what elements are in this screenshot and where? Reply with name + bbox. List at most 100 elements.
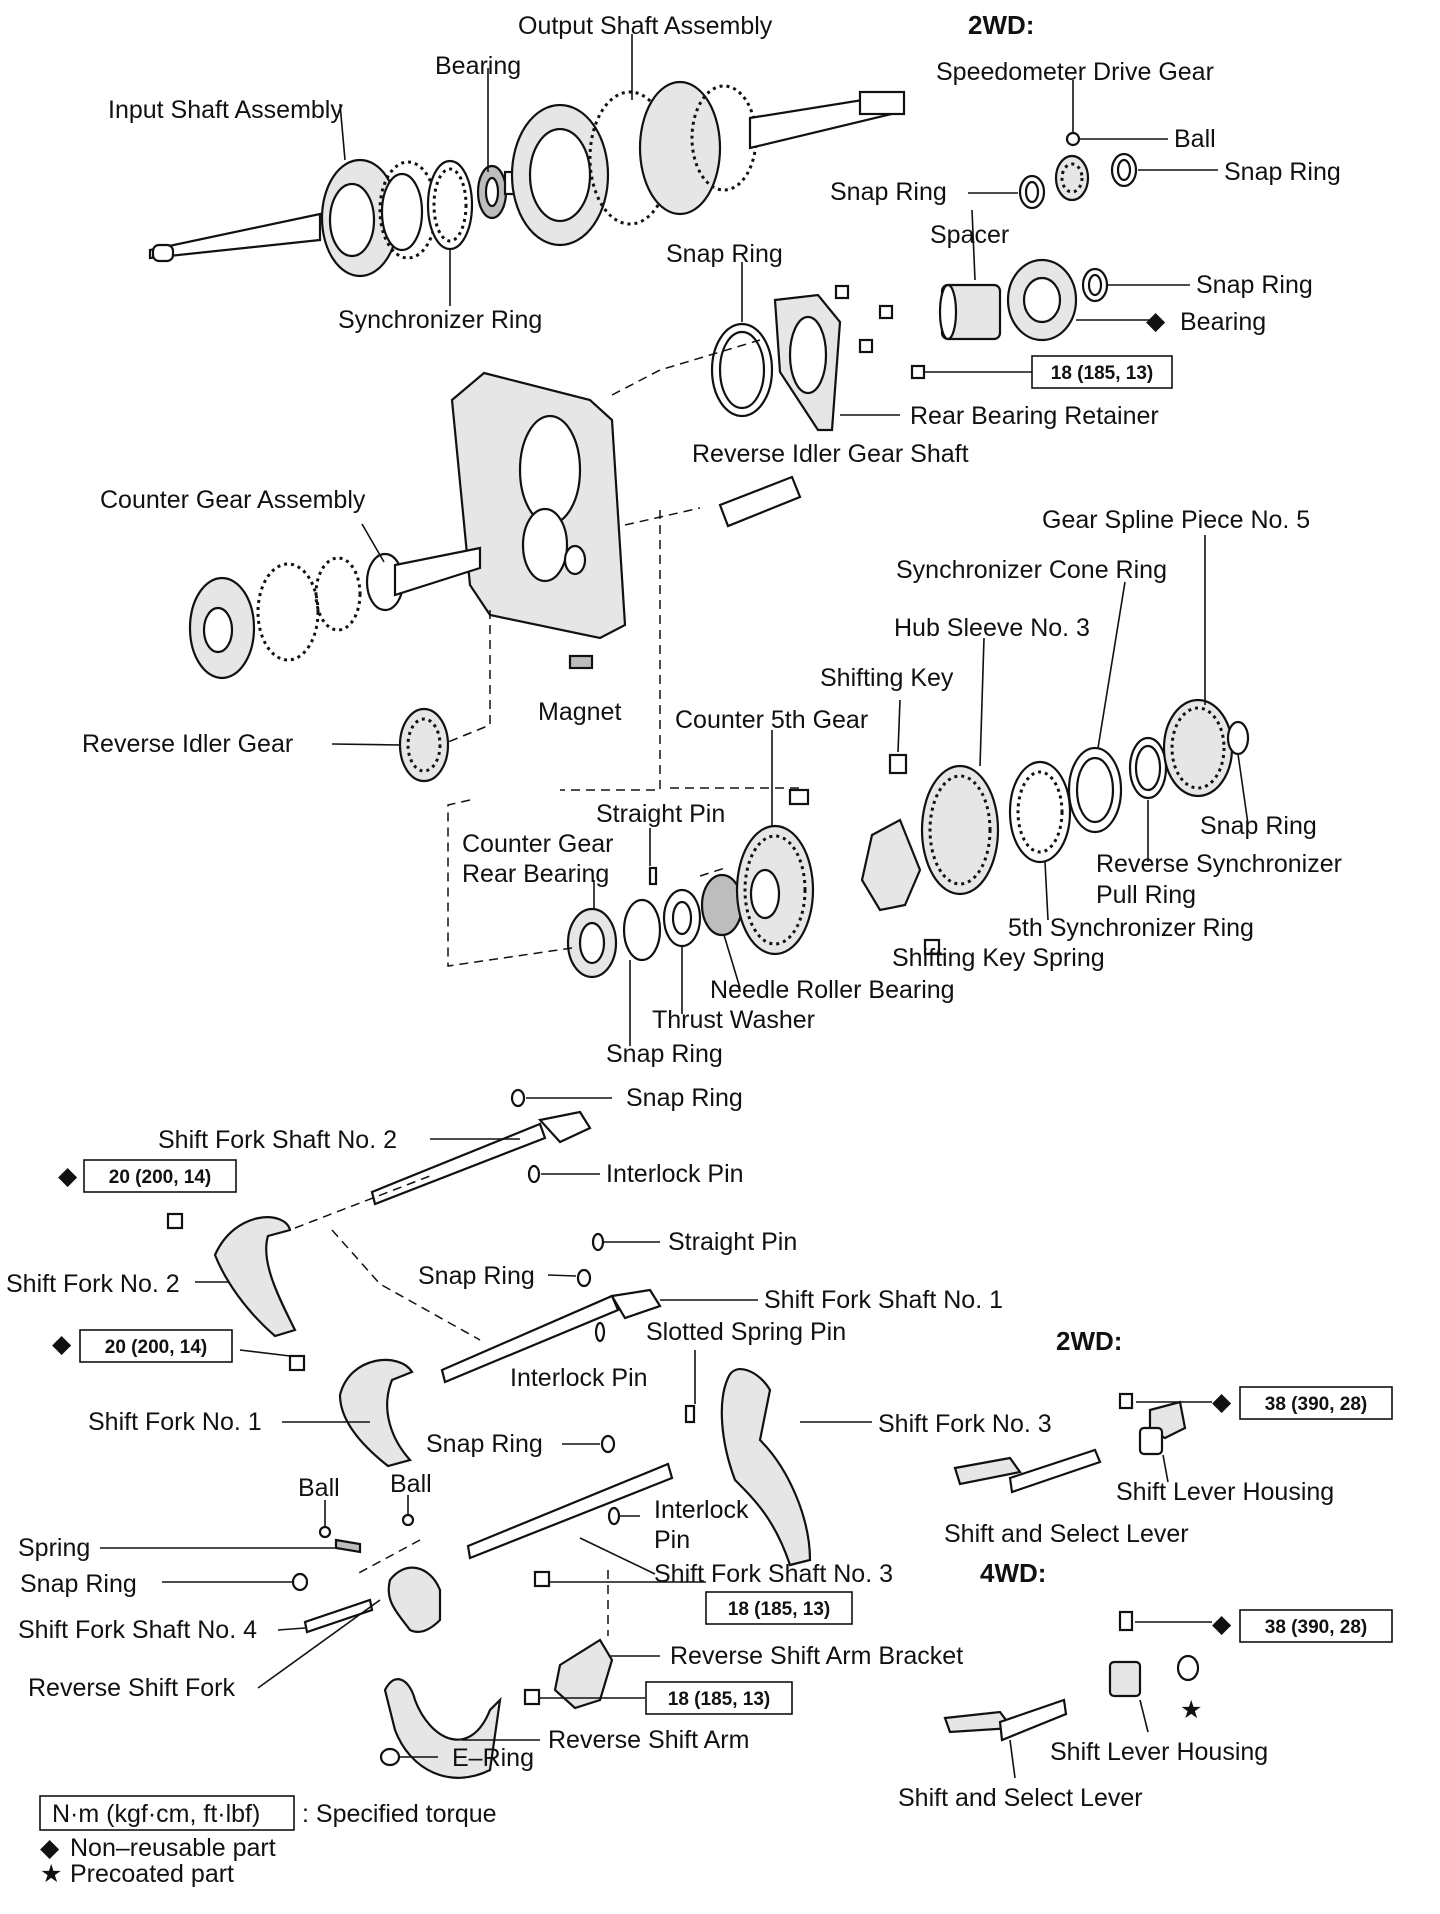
label-counter-gear-rear-bearing-1: Counter Gear [462,830,613,858]
label-synchronizer-cone-ring: Synchronizer Cone Ring [896,556,1167,584]
counter-5th-group-drawing [566,788,815,979]
legend-precoated: Precoated part [70,1860,234,1888]
label-rear-bearing-retainer: Rear Bearing Retainer [910,402,1159,430]
svg-text:◆: ◆ [1212,1388,1232,1416]
svg-text:◆: ◆ [58,1162,78,1190]
label-shift-fork-3: Shift Fork No. 3 [878,1410,1052,1438]
label-speedometer-drive-gear: Speedometer Drive Gear [936,58,1214,86]
legend-diamond-symbol: ◆ [40,1834,60,1862]
magnet-drawing [568,654,594,670]
label-shift-fork-1: Shift Fork No. 1 [88,1408,262,1436]
label-straight-pin-top: Straight Pin [596,800,725,828]
speedometer-group-drawing [1018,131,1138,210]
label-4wd: 4WD: [980,1558,1046,1588]
label-gear-spline-piece-5: Gear Spline Piece No. 5 [1042,506,1310,534]
label-reverse-shift-fork: Reverse Shift Fork [28,1674,236,1702]
label-interlock-pin-3a: Interlock [654,1496,749,1524]
label-shifting-key-spring: Shifting Key Spring [892,944,1105,972]
label-reverse-shift-arm: Reverse Shift Arm [548,1726,749,1754]
label-reverse-sync-pull-ring-1: Reverse Synchronizer [1096,850,1342,878]
label-reverse-sync-pull-ring-2: Pull Ring [1096,881,1196,909]
svg-text:18 (185, 13): 18 (185, 13) [728,1599,830,1620]
label-ball-right: Ball [390,1470,432,1498]
label-output-shaft-assembly: Output Shaft Assembly [518,12,773,40]
fork-area-hardware-drawing [166,1088,696,1767]
label-synchronizer-ring: Synchronizer Ring [338,306,542,334]
precoated-marker-4wd: ★ [1180,1696,1202,1724]
torque-box-18-b: 18 (185, 13) [705,1591,853,1625]
label-shift-lever-housing-2wd: Shift Lever Housing [1116,1478,1334,1506]
label-ball-left: Ball [298,1474,340,1502]
label-hub-sleeve-3: Hub Sleeve No. 3 [894,614,1090,642]
label-ball-top: Ball [1174,125,1216,153]
label-input-shaft-assembly: Input Shaft Assembly [108,96,343,124]
torque-box-18-c: 18 (185, 13) [645,1681,793,1715]
label-shift-fork-shaft-2: Shift Fork Shaft No. 2 [158,1126,397,1154]
label-shift-and-select-lever-2wd: Shift and Select Lever [944,1520,1189,1548]
torque-box-20-b: ◆ 20 (200, 14) [52,1329,233,1363]
label-spacer: Spacer [930,221,1009,249]
label-shifting-key: Shifting Key [820,664,954,692]
leader-lines [100,34,1249,1779]
label-snap-ring-shaft4: Snap Ring [20,1570,137,1598]
label-reverse-idler-gear-shaft: Reverse Idler Gear Shaft [692,440,969,468]
label-shift-fork-shaft-3: Shift Fork Shaft No. 3 [654,1560,893,1588]
svg-text:20 (200, 14): 20 (200, 14) [109,1167,211,1188]
bearing-top-drawing [476,164,508,220]
label-spring: Spring [18,1534,90,1562]
reverse-shift-fork-drawing [387,1566,442,1634]
torque-box-18-top: 18 (185, 13) [1031,355,1173,389]
label-shift-and-select-lever-4wd: Shift and Select Lever [898,1784,1143,1812]
label-snap-ring-speedo-right: Snap Ring [1224,158,1341,186]
label-interlock-pin-1: Interlock Pin [606,1160,744,1188]
label-interlock-pin-2: Interlock Pin [510,1364,648,1392]
legend-non-reusable: Non–reusable part [70,1834,276,1862]
legend-torque-box [39,1795,295,1831]
non-reusable-marker-bearing: ◆ [1146,307,1166,335]
legend: N·m (kgf·cm, ft·lbf) : Specified torque … [39,1795,497,1888]
label-reverse-shift-arm-bracket: Reverse Shift Arm Bracket [670,1642,963,1670]
shift-fork-shaft-4-drawing [303,1598,374,1634]
shift-fork-shaft-3-drawing [466,1462,674,1560]
input-shaft-assembly-drawing [148,158,438,278]
label-bearing-rear: Bearing [1180,308,1266,336]
label-reverse-idler-gear: Reverse Idler Gear [82,730,293,758]
label-snap-ring-fork-low: Snap Ring [426,1430,543,1458]
label-5th-synchronizer-ring: 5th Synchronizer Ring [1008,914,1254,942]
shift-fork-3-drawing [720,1368,812,1567]
label-counter-5th-gear: Counter 5th Gear [675,706,868,734]
svg-text:◆: ◆ [1212,1610,1232,1638]
label-interlock-pin-3b: Pin [654,1526,690,1554]
label-snap-ring-5th: Snap Ring [1200,812,1317,840]
label-shift-lever-housing-4wd: Shift Lever Housing [1050,1738,1268,1766]
counter-gear-assembly-drawing [188,546,482,680]
hub-sleeve-group-drawing [860,698,1250,956]
svg-text:20 (200, 14): 20 (200, 14) [105,1337,207,1358]
label-counter-gear-rear-bearing-2: Rear Bearing [462,860,609,888]
svg-text:18 (185, 13): 18 (185, 13) [1051,363,1153,384]
synchronizer-ring-drawing [426,159,474,251]
label-snap-ring-fork-top: Snap Ring [626,1084,743,1112]
label-thrust-washer: Thrust Washer [652,1006,815,1034]
label-shift-fork-2: Shift Fork No. 2 [6,1270,180,1298]
shift-lever-2wd-drawing [953,1392,1187,1494]
intermediate-plate-drawing [450,371,627,640]
torque-box-38-b: ◆ 38 (390, 28) [1212,1609,1393,1643]
label-straight-pin-fork: Straight Pin [668,1228,797,1256]
part-labels: Output Shaft Assembly Bearing Input Shaf… [6,10,1342,1812]
label-snap-ring-speedo-left: Snap Ring [830,178,947,206]
torque-box-38-a: ◆ 38 (390, 28) [1212,1386,1393,1420]
rear-bearing-retainer-drawing [710,258,1109,432]
label-bearing-top: Bearing [435,52,521,80]
reverse-idler-shaft-drawing [718,475,802,528]
svg-text:18 (185, 13): 18 (185, 13) [668,1689,770,1710]
label-counter-gear-assembly: Counter Gear Assembly [100,486,366,514]
reverse-idler-gear-drawing [398,707,450,783]
label-magnet: Magnet [538,698,621,726]
shift-lever-4wd-drawing [943,1610,1200,1742]
dashed-assembly-lines [294,339,800,1636]
label-shift-fork-shaft-4: Shift Fork Shaft No. 4 [18,1616,257,1644]
label-shift-fork-shaft-1: Shift Fork Shaft No. 1 [764,1286,1003,1314]
